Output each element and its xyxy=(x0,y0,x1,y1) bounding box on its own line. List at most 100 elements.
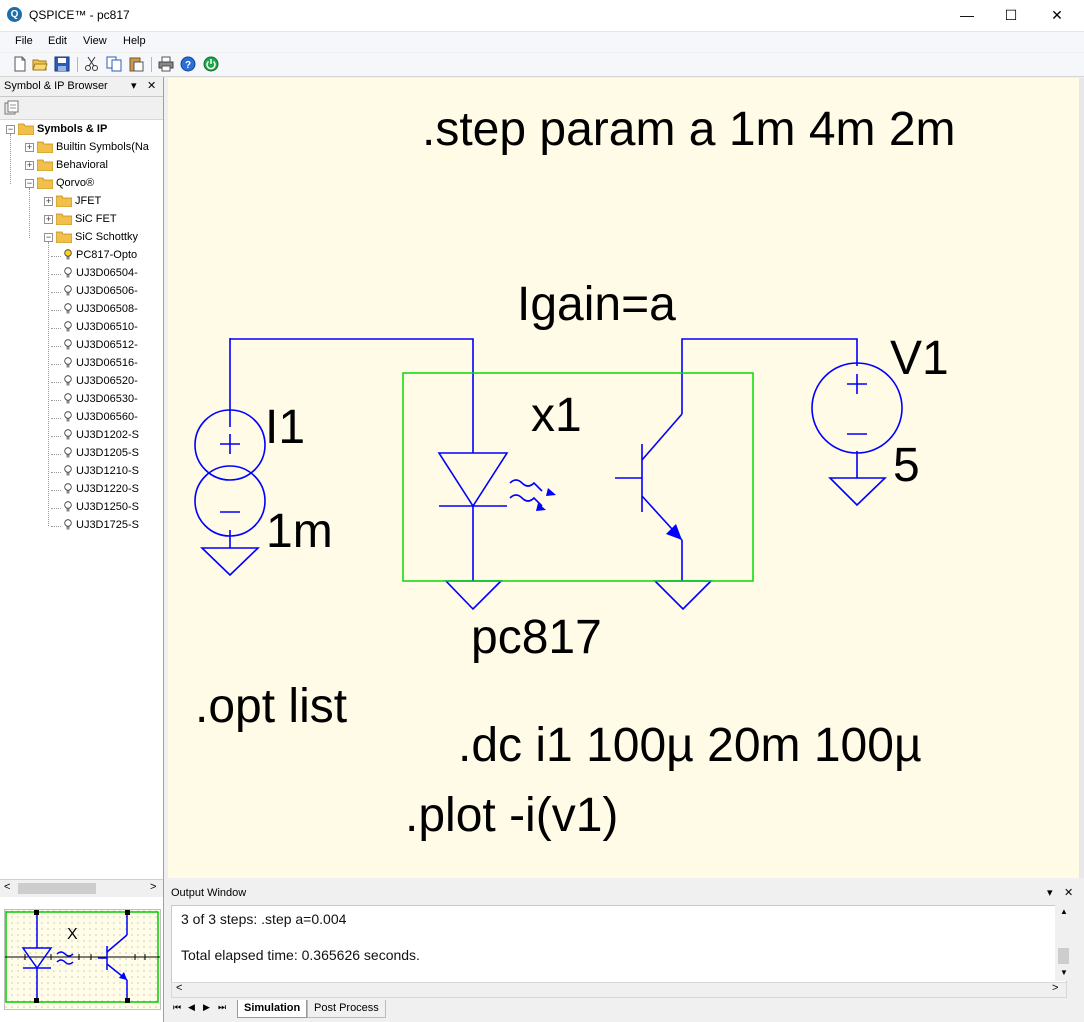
tree-item[interactable]: UJ3D06512- xyxy=(0,337,163,355)
menu-view[interactable]: View xyxy=(83,35,107,47)
ground-symbol[interactable] xyxy=(653,580,713,611)
tree-item[interactable]: UJ3D06504- xyxy=(0,265,163,283)
menu-edit[interactable]: Edit xyxy=(48,35,67,47)
help-icon[interactable]: ? xyxy=(180,56,196,72)
scroll-left-arrow[interactable]: < xyxy=(4,881,11,893)
browser-horizontal-scrollbar[interactable]: < > xyxy=(0,879,163,897)
tab-prev-button[interactable]: ◀ xyxy=(188,1002,195,1012)
browser-close-button[interactable]: ✕ xyxy=(147,80,157,92)
expand-icon[interactable]: + xyxy=(25,160,34,170)
canvas-right-edge xyxy=(1079,78,1084,878)
tree-item[interactable]: UJ3D1210-S xyxy=(0,463,163,481)
tree-item[interactable]: UJ3D06560- xyxy=(0,409,163,427)
x1-model-label[interactable]: pc817 xyxy=(471,611,602,664)
tree-guide-line xyxy=(48,242,49,526)
tree-item[interactable]: UJ3D1250-S xyxy=(0,499,163,517)
current-source-i1[interactable] xyxy=(194,409,266,537)
scroll-down-arrow[interactable]: ▼ xyxy=(1060,968,1068,977)
step-directive[interactable]: .step param a 1m 4m 2m xyxy=(422,103,956,156)
save-icon[interactable] xyxy=(54,56,70,72)
output-vertical-scrollbar[interactable]: ▲ ▼ xyxy=(1055,905,1072,981)
i1-name-label[interactable]: I1 xyxy=(265,401,306,454)
ground-symbol[interactable] xyxy=(828,477,887,507)
schematic-drawing xyxy=(194,338,903,611)
tree-item[interactable]: UJ3D1202-S xyxy=(0,427,163,445)
led-symbol[interactable] xyxy=(437,452,543,508)
open-icon[interactable] xyxy=(32,56,48,72)
x1-name-label[interactable]: x1 xyxy=(531,389,582,442)
igain-parameter[interactable]: Igain=a xyxy=(517,278,676,331)
tree-folder[interactable]: −Symbols & IP xyxy=(0,121,163,139)
output-horizontal-scrollbar[interactable]: < > xyxy=(171,982,1067,998)
library-icon[interactable] xyxy=(4,100,20,116)
tab-last-button[interactable]: ⏭ xyxy=(218,1002,227,1012)
tab-next-button[interactable]: ▶ xyxy=(203,1002,210,1012)
scroll-right-arrow[interactable]: > xyxy=(150,881,157,893)
print-icon[interactable] xyxy=(158,56,174,72)
dc-directive[interactable]: .dc i1 100µ 20m 100µ xyxy=(458,719,922,772)
tree-folder[interactable]: −Qorvo® xyxy=(0,175,163,193)
paste-icon[interactable] xyxy=(128,56,144,72)
plot-directive[interactable]: .plot -i(v1) xyxy=(405,789,619,842)
tree-folder[interactable]: +SiC FET xyxy=(0,211,163,229)
close-button[interactable]: ✕ xyxy=(1051,7,1063,23)
tree-item[interactable]: PC817-Opto xyxy=(0,247,163,265)
ground-symbol[interactable] xyxy=(200,547,260,577)
ground-symbol[interactable] xyxy=(444,580,503,611)
voltage-source-v1[interactable] xyxy=(811,362,903,454)
collapse-icon[interactable]: − xyxy=(25,178,34,188)
optocoupler-x1[interactable] xyxy=(402,372,754,582)
tree-item[interactable]: UJ3D1205-S xyxy=(0,445,163,463)
symbol-bulb-icon xyxy=(64,447,72,458)
tab-post-process[interactable]: Post Process xyxy=(307,1000,386,1018)
menu-file[interactable]: File xyxy=(15,35,33,47)
tree-item[interactable]: UJ3D1220-S xyxy=(0,481,163,499)
scroll-thumb[interactable] xyxy=(1058,948,1069,964)
tree-item[interactable]: UJ3D06516- xyxy=(0,355,163,373)
i1-value-label[interactable]: 1m xyxy=(266,505,333,558)
folder-icon xyxy=(56,195,72,207)
tree-folder[interactable]: +Behavioral xyxy=(0,157,163,175)
tree-item[interactable]: UJ3D06508- xyxy=(0,301,163,319)
collapse-icon[interactable]: − xyxy=(6,124,15,134)
expand-icon[interactable]: + xyxy=(44,214,53,224)
copy-icon[interactable] xyxy=(106,56,122,72)
minimize-button[interactable]: — xyxy=(960,7,974,23)
tree-item[interactable]: UJ3D06520- xyxy=(0,373,163,391)
phototransistor-symbol[interactable] xyxy=(615,413,683,541)
tree-connector xyxy=(51,526,61,527)
new-icon[interactable] xyxy=(12,56,28,72)
maximize-button[interactable]: ☐ xyxy=(1004,7,1018,23)
scroll-left-arrow[interactable]: < xyxy=(176,982,183,994)
output-pin-button[interactable]: ▾ xyxy=(1047,887,1053,899)
expand-icon[interactable]: + xyxy=(44,196,53,206)
tab-simulation[interactable]: Simulation xyxy=(237,1000,308,1018)
tab-first-button[interactable]: ⏮ xyxy=(173,1002,182,1012)
scroll-up-arrow[interactable]: ▲ xyxy=(1060,907,1068,916)
wires[interactable] xyxy=(229,338,858,581)
tree-item[interactable]: UJ3D06506- xyxy=(0,283,163,301)
scroll-thumb[interactable] xyxy=(18,883,96,894)
scroll-right-arrow[interactable]: > xyxy=(1052,982,1059,994)
tree-folder[interactable]: +Builtin Symbols(Na xyxy=(0,139,163,157)
menu-bar: File Edit View Help xyxy=(0,32,1084,52)
tree-label: UJ3D06510- xyxy=(76,321,138,333)
opt-directive[interactable]: .opt list xyxy=(195,680,348,733)
power-icon[interactable] xyxy=(203,56,219,72)
output-close-button[interactable]: ✕ xyxy=(1064,887,1074,899)
menu-help[interactable]: Help xyxy=(123,35,146,47)
cut-icon[interactable] xyxy=(84,56,100,72)
output-text-area[interactable]: 3 of 3 steps: .step a=0.004 Total elapse… xyxy=(171,905,1067,983)
collapse-icon[interactable]: − xyxy=(44,232,53,242)
schematic-canvas[interactable]: .step param a 1m 4m 2m Igain=a V1 5 I1 1… xyxy=(168,78,1079,878)
browser-pin-button[interactable]: ▾ xyxy=(131,80,137,92)
tree-folder[interactable]: +JFET xyxy=(0,193,163,211)
expand-icon[interactable]: + xyxy=(25,142,34,152)
v1-name-label[interactable]: V1 xyxy=(890,332,949,385)
tree-folder[interactable]: −SiC Schottky xyxy=(0,229,163,247)
tree-item[interactable]: UJ3D06510- xyxy=(0,319,163,337)
v1-value-label[interactable]: 5 xyxy=(893,439,920,492)
tree-item[interactable]: UJ3D1725-S xyxy=(0,517,163,535)
tree-item[interactable]: UJ3D06530- xyxy=(0,391,163,409)
symbol-bulb-icon xyxy=(64,267,72,278)
